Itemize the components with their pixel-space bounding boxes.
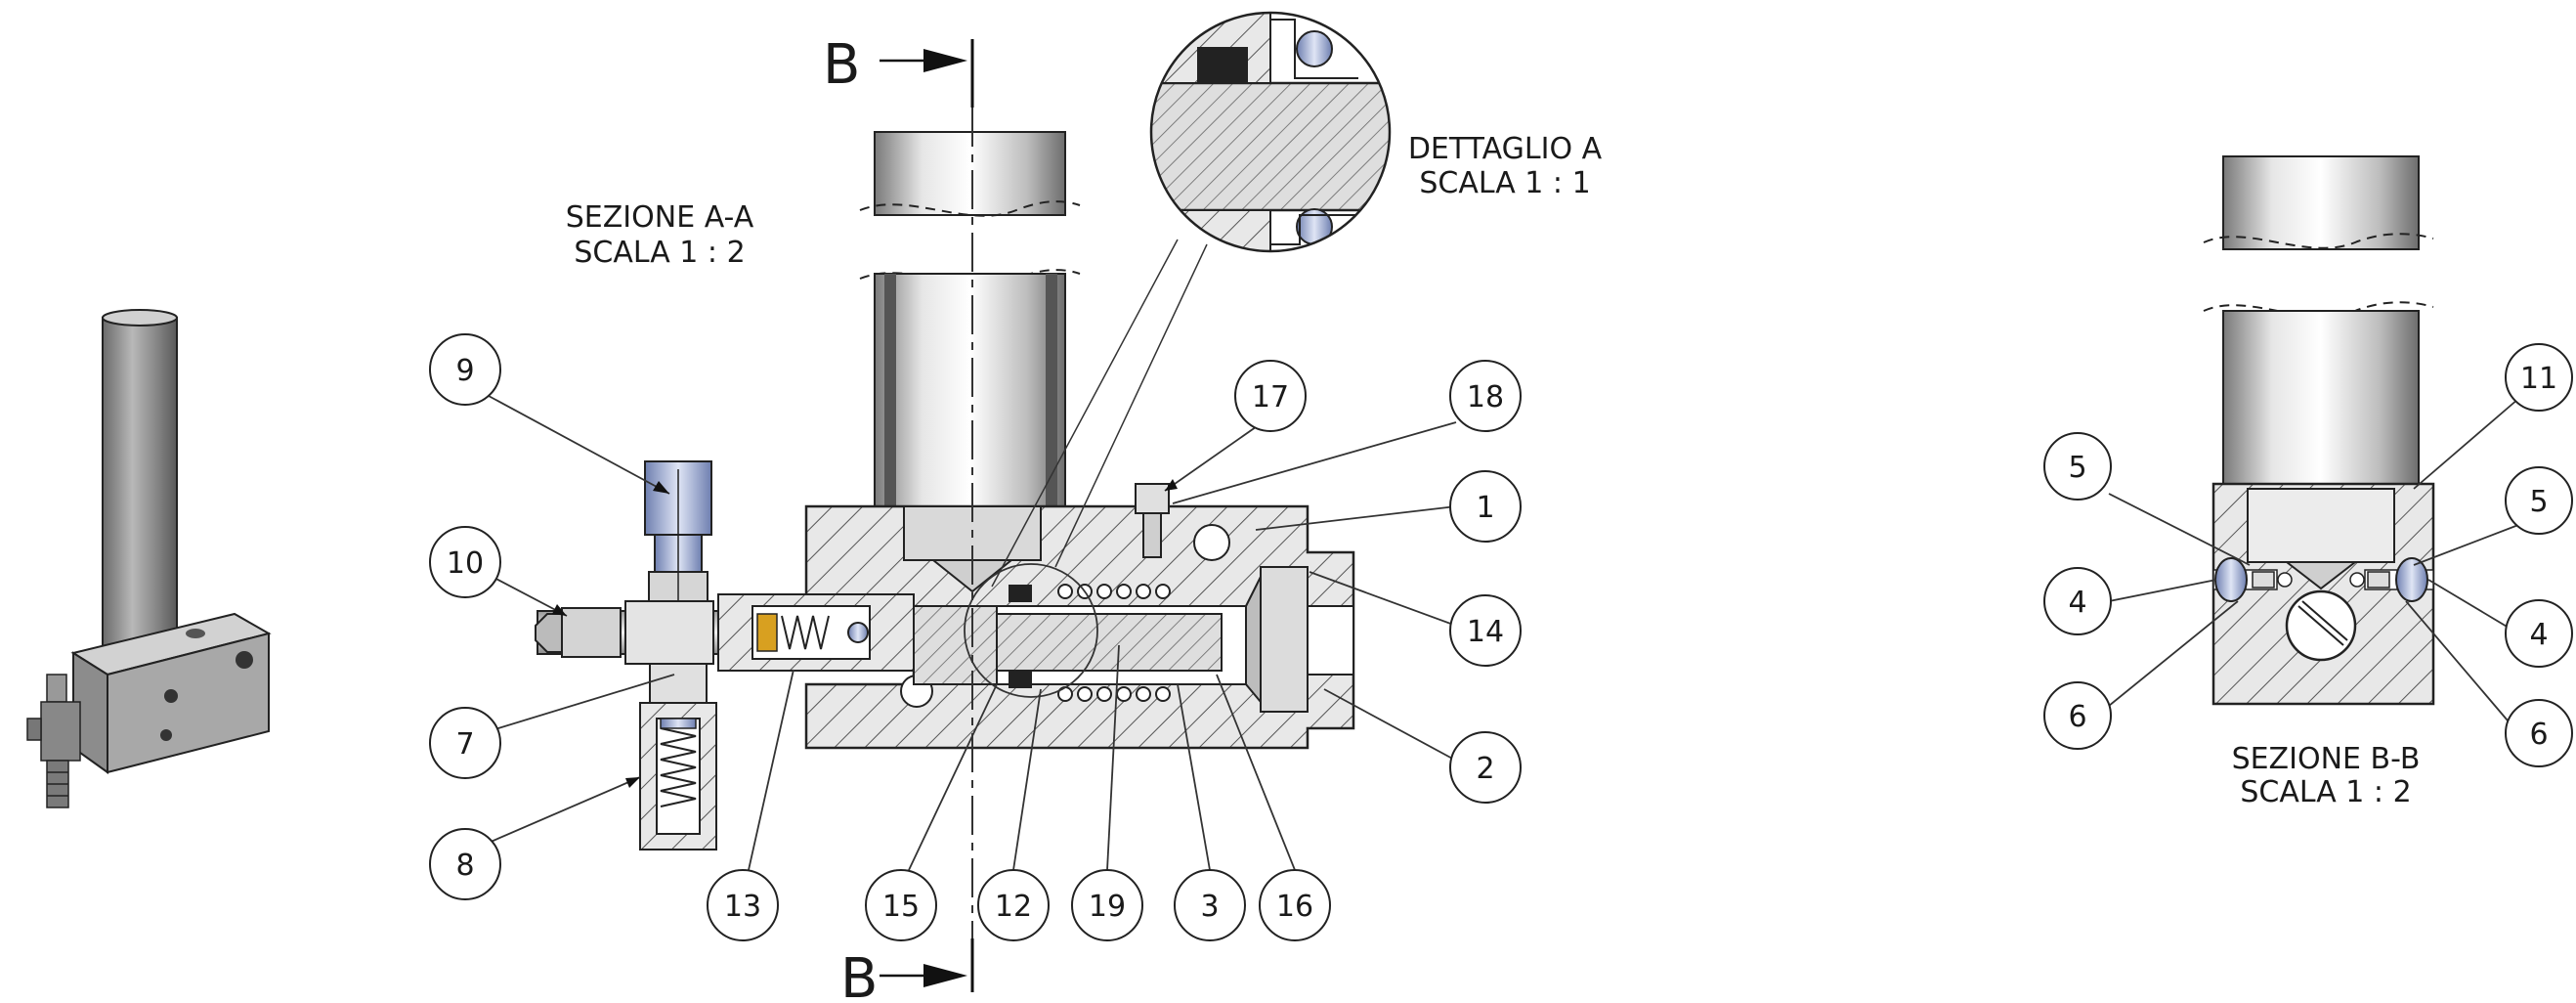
balloon-label: 4 — [2068, 586, 2086, 620]
balloons: 9 10 7 8 13 15 12 19 3 16 17 18 1 14 2 1… — [429, 333, 2573, 941]
balloon-19: 19 — [1071, 869, 1143, 941]
balloon-10: 10 — [429, 526, 501, 598]
balloon-7: 7 — [429, 707, 501, 779]
balloon-label: 17 — [1252, 380, 1289, 414]
balloon-label: 14 — [1467, 615, 1504, 649]
balloon-11: 11 — [2505, 343, 2573, 412]
section-aa-scale: SCALA 1 : 2 — [574, 236, 745, 270]
balloon-1: 1 — [1449, 470, 1522, 543]
balloon-13: 13 — [707, 869, 779, 941]
balloon-5-right: 5 — [2505, 466, 2573, 535]
balloon-label: 6 — [2068, 700, 2086, 734]
balloon-label: 13 — [724, 890, 761, 924]
detail-a-title: DETTAGLIO A — [1408, 132, 1603, 166]
section-bb-scale: SCALA 1 : 2 — [2240, 775, 2411, 809]
balloon-label: 7 — [455, 727, 474, 762]
view-titles: SEZIONE A-A SCALA 1 : 2 DETTAGLIO A SCAL… — [566, 132, 2421, 809]
balloon-label: 12 — [995, 890, 1032, 924]
balloon-label: 3 — [1200, 890, 1219, 924]
section-a-a: B B — [535, 33, 1355, 1003]
section-mark-top: B — [823, 33, 860, 97]
balloon-label: 15 — [882, 890, 920, 924]
balloon-label: 2 — [1476, 752, 1494, 786]
balloon-2: 2 — [1449, 731, 1522, 804]
balloon-12: 12 — [977, 869, 1050, 941]
balloon-16: 16 — [1259, 869, 1331, 941]
balloon-9: 9 — [429, 333, 501, 406]
balloon-label: 5 — [2529, 485, 2548, 519]
balloon-6-right: 6 — [2505, 699, 2573, 767]
balloon-6-left: 6 — [2043, 681, 2112, 750]
detail-a-view — [1149, 11, 1392, 253]
balloon-label: 1 — [1476, 491, 1494, 525]
balloon-label: 8 — [455, 849, 474, 883]
balloon-label: 5 — [2068, 451, 2086, 485]
balloon-3: 3 — [1174, 869, 1246, 941]
detail-a-scale: SCALA 1 : 1 — [1419, 166, 1590, 200]
section-aa-title: SEZIONE A-A — [566, 200, 754, 235]
balloon-4-right: 4 — [2505, 599, 2573, 668]
balloon-label: 18 — [1467, 380, 1504, 414]
balloon-14: 14 — [1449, 594, 1522, 667]
balloon-label: 10 — [447, 546, 484, 581]
balloon-15: 15 — [865, 869, 937, 941]
leader-lines — [488, 395, 2519, 871]
balloon-label: 6 — [2529, 718, 2548, 752]
balloon-5-left: 5 — [2043, 432, 2112, 501]
balloon-label: 4 — [2529, 618, 2548, 652]
balloon-label: 16 — [1276, 890, 1313, 924]
leader-arrows — [552, 479, 1178, 788]
balloon-17: 17 — [1234, 360, 1307, 432]
section-bb-title: SEZIONE B-B — [2232, 742, 2421, 776]
balloon-label: 19 — [1089, 890, 1126, 924]
balloon-8: 8 — [429, 828, 501, 900]
balloon-label: 11 — [2520, 362, 2557, 396]
balloon-label: 9 — [455, 354, 474, 388]
balloon-18: 18 — [1449, 360, 1522, 432]
isometric-view — [26, 309, 272, 808]
section-mark-bottom: B — [840, 947, 878, 1003]
section-b-b — [2203, 155, 2435, 706]
balloon-4-left: 4 — [2043, 567, 2112, 635]
